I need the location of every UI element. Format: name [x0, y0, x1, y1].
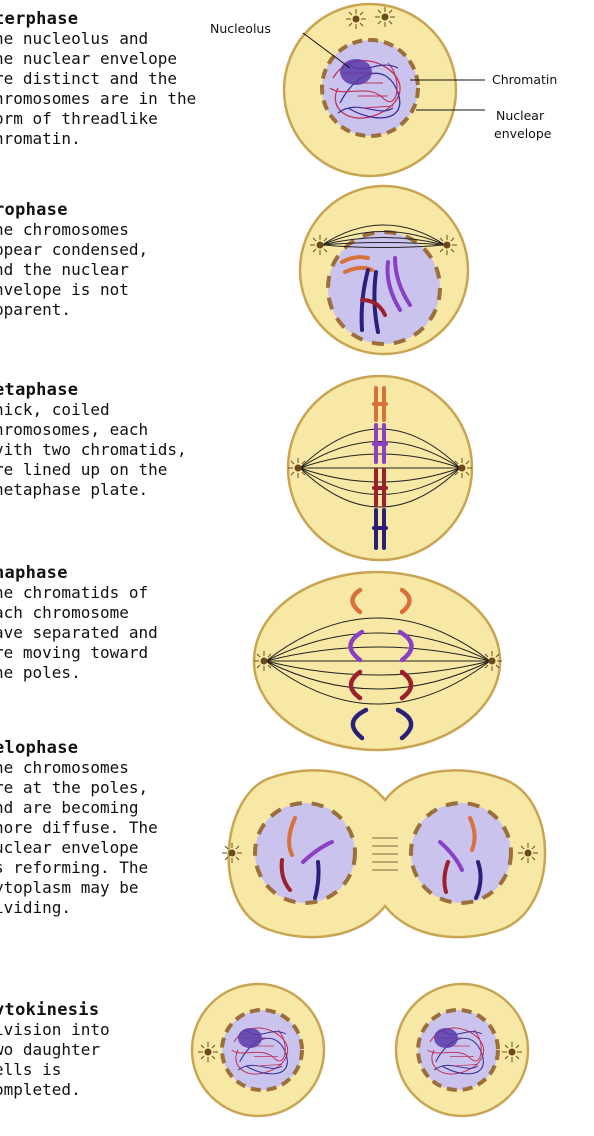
nucleolus [238, 1028, 262, 1048]
centriole-icon [254, 651, 274, 671]
metaphase-cell [288, 376, 472, 560]
label-chromatin: Chromatin [492, 72, 557, 87]
centriole-icon [346, 9, 366, 29]
label-nuclear-envelope: envelope [494, 126, 552, 141]
nuclear-envelope [328, 232, 440, 344]
centriole-icon [437, 235, 457, 255]
prophase-cell [300, 186, 468, 354]
nuclear-envelope [255, 803, 355, 903]
interphase-cell: Nucleolus Chromatin Nuclear envelope [210, 4, 557, 176]
label-nuclear-envelope: Nuclear [496, 108, 545, 123]
centriole-icon [482, 651, 502, 671]
nuclear-envelope [222, 1010, 302, 1090]
centriole-icon [198, 1042, 218, 1062]
centriole-icon [310, 235, 330, 255]
centriole-icon [222, 843, 242, 863]
nucleolus [340, 59, 372, 85]
centriole-icon [375, 7, 395, 27]
centriole-icon [518, 843, 538, 863]
telophase-cell [222, 770, 545, 937]
nuclear-envelope [418, 1010, 498, 1090]
cytokinesis-cells [192, 984, 528, 1116]
anaphase-cell [254, 572, 502, 750]
centriole-icon [502, 1042, 522, 1062]
nuclear-envelope [322, 40, 418, 136]
nuclear-envelope [411, 803, 511, 903]
label-nucleolus: Nucleolus [210, 21, 271, 36]
nucleolus [434, 1028, 458, 1048]
centriole-icon [288, 458, 308, 478]
centriole-icon [452, 458, 472, 478]
